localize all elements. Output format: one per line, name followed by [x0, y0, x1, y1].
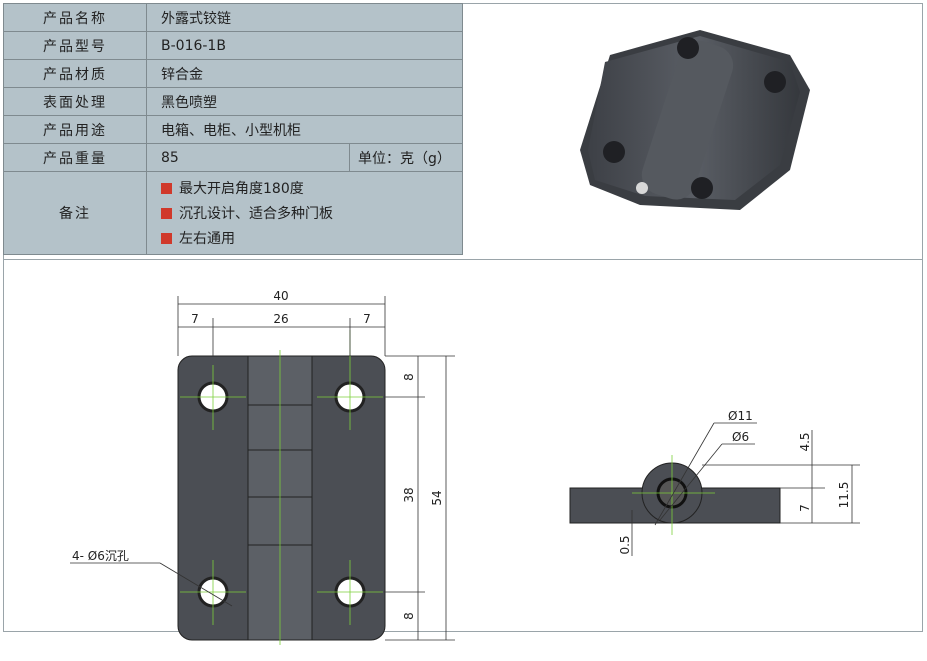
- front-view-drawing: 40 7 26 7 8 38 8 54 4- Ø6沉孔: [70, 289, 455, 645]
- sheet-frame: [3, 3, 923, 632]
- dim-height-total: 54: [430, 490, 444, 505]
- bullet-icon: [161, 207, 172, 219]
- spec-value: 锌合金: [146, 59, 463, 88]
- section-divider: [3, 259, 922, 260]
- spec-value: 电箱、电柜、小型机柜: [146, 115, 463, 144]
- weight-unit: 单位：克（g）: [349, 143, 463, 172]
- note-item: 沉孔设计、适合多种门板: [161, 201, 462, 226]
- dim-knuckle: 4.5: [798, 432, 812, 451]
- note-item: 最大开启角度180度: [161, 176, 462, 201]
- note-item: 左右通用: [161, 226, 462, 251]
- notes-label: 备注: [3, 171, 147, 255]
- dim-center: 26: [273, 312, 288, 326]
- table-row: 产品用途电箱、电柜、小型机柜: [3, 115, 463, 144]
- dim-total-height: 11.5: [837, 482, 851, 509]
- spec-label: 产品重量: [3, 143, 147, 172]
- table-row: 产品材质锌合金: [3, 59, 463, 88]
- dim-right-margin: 7: [363, 312, 371, 326]
- dim-top: 8: [402, 373, 416, 381]
- dim-left-margin: 7: [191, 312, 199, 326]
- dim-middle: 38: [402, 487, 416, 502]
- spec-value: 黑色喷塑: [146, 87, 463, 116]
- bullet-icon: [161, 182, 172, 194]
- note-text: 沉孔设计、适合多种门板: [179, 206, 333, 222]
- dim-bottom: 8: [402, 612, 416, 620]
- dim-width-total: 40: [273, 289, 288, 303]
- dim-thickness: 7: [798, 504, 812, 512]
- bullet-icon: [161, 232, 172, 244]
- spec-label: 产品型号: [3, 31, 147, 60]
- hole-note: 4- Ø6沉孔: [72, 549, 129, 563]
- table-row: 表面处理黑色喷塑: [3, 87, 463, 116]
- product-photo: [580, 30, 810, 210]
- note-text: 最大开启角度180度: [179, 181, 304, 197]
- spec-label: 产品用途: [3, 115, 147, 144]
- dim-outer-diameter: Ø11: [728, 409, 753, 423]
- table-row: 备注 最大开启角度180度 沉孔设计、适合多种门板 左右通用: [3, 171, 463, 255]
- side-view-drawing: Ø11 Ø6 4.5 7 11.5 0.5: [569, 409, 860, 556]
- notes-list: 最大开启角度180度 沉孔设计、适合多种门板 左右通用: [146, 171, 463, 255]
- dim-gap: 0.5: [618, 535, 632, 554]
- note-text: 左右通用: [179, 231, 235, 247]
- dim-inner-diameter: Ø6: [732, 430, 749, 444]
